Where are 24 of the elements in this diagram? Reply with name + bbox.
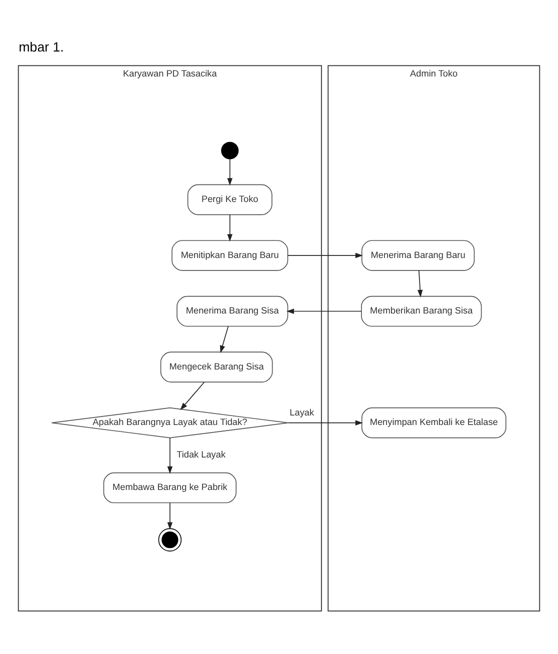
arrow xyxy=(180,381,205,410)
arrow xyxy=(418,270,423,297)
node-circle xyxy=(158,528,182,551)
node-box: Memberikan Barang Sisa xyxy=(361,295,482,326)
diagram-title: mbar 1. xyxy=(18,38,64,54)
arrow xyxy=(227,158,232,186)
arrow xyxy=(288,420,363,425)
node-box: Menerima Barang Sisa xyxy=(176,295,288,326)
arrow xyxy=(167,502,173,530)
node-box: Mengecek Barang Sisa xyxy=(160,351,273,382)
node-diamond: Apakah Barangnya Layak atau Tidak? xyxy=(51,406,289,438)
arrow xyxy=(227,214,232,242)
node-box: Membawa Barang ke Pabrik xyxy=(103,472,237,503)
arrow xyxy=(220,325,229,353)
node-box: Pergi Ke Toko xyxy=(187,184,272,215)
arrow xyxy=(167,437,173,474)
arrow xyxy=(286,308,362,314)
edge-label: Tidak Layak xyxy=(176,449,226,460)
arrow xyxy=(288,252,363,258)
node-circle xyxy=(221,141,239,159)
edge-label: Layak xyxy=(290,407,314,418)
node-box: Menerima Barang Baru xyxy=(361,240,475,270)
node-box: Menyimpan Kembali ke Etalase xyxy=(361,406,506,438)
node-box: Menitipkan Barang Baru xyxy=(172,240,288,270)
